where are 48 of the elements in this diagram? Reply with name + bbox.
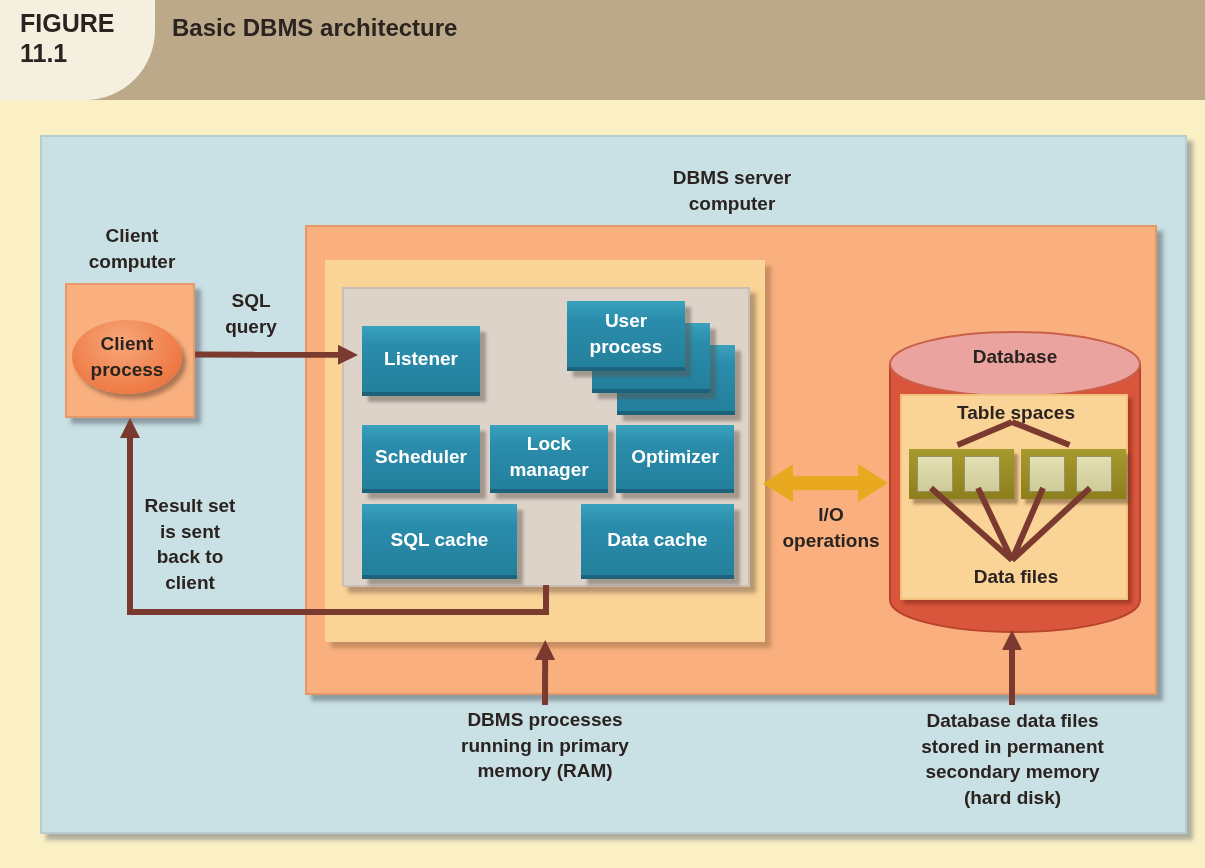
edge-label: SQL query (224, 289, 278, 339)
box-heading: DBMS server computer (671, 166, 793, 216)
figure-number: FIGURE 11.1 (20, 8, 116, 68)
box-heading: Client computer (87, 224, 177, 274)
process-box (616, 425, 734, 493)
process-box (362, 326, 480, 396)
arrow (763, 464, 888, 503)
connector-line (956, 419, 1014, 448)
text-label: Database data files stored in permanent secondary memory (hard disk) (920, 708, 1105, 810)
box-label: Data cache (606, 527, 709, 552)
box-label: Client process (89, 332, 165, 382)
file-group-block (1021, 449, 1126, 499)
box-label: Listener (383, 347, 459, 372)
process-box (362, 504, 517, 579)
text-label: Data files (972, 565, 1060, 590)
figure-title: Basic DBMS architecture (172, 13, 458, 43)
process-box (362, 425, 480, 493)
arrow (1002, 630, 1022, 705)
box-label: SQL cache (389, 527, 490, 552)
box-label: User process (588, 309, 664, 359)
process-box (581, 504, 734, 579)
edge-label: Result set is sent back to client (143, 494, 237, 595)
connector-line (1010, 419, 1071, 448)
data-file-block (917, 456, 953, 492)
data-file-block (1076, 456, 1112, 492)
process-stack-drawing (567, 301, 735, 415)
connector-line (929, 485, 1014, 563)
arrow (120, 418, 550, 615)
text-label: DBMS processes running in primary memory (RAM) (460, 707, 630, 783)
process-box (490, 425, 608, 493)
process-panel (342, 287, 750, 587)
box-label: Lock manager (508, 432, 590, 482)
arrow (535, 640, 556, 705)
data-file-block (1029, 456, 1065, 492)
table-space-panel (900, 394, 1128, 600)
connector-line (1009, 485, 1093, 563)
file-group-block (909, 449, 1014, 499)
connector-line (975, 486, 1015, 562)
box-label: Optimizer (630, 445, 720, 470)
text-label: Table spaces (956, 401, 1076, 426)
arrow (195, 344, 358, 365)
box-label: Scheduler (374, 445, 468, 470)
database-cylinder (890, 332, 1140, 632)
memory-box (325, 260, 765, 642)
edge-label: I/O operations (781, 503, 881, 553)
connector-line (1009, 486, 1046, 562)
box-label: Database (971, 345, 1059, 369)
data-file-block (964, 456, 1000, 492)
